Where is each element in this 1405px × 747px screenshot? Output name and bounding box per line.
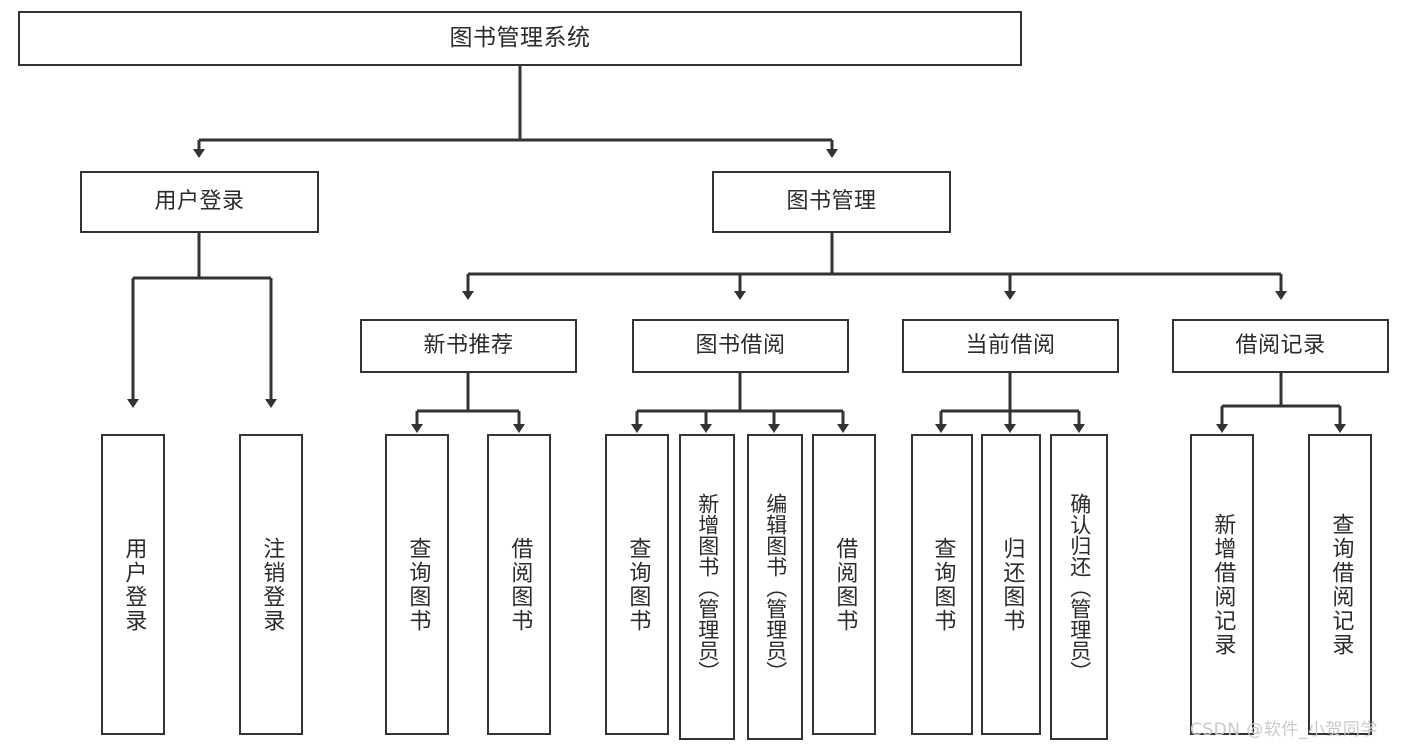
node-book-manage-label: 图书管理 [786,189,877,215]
leaf-add-record-label: 新增借阅记录 [1210,512,1236,657]
leaf-add-record[interactable]: 新增借阅记录 [1190,434,1254,735]
leaf-add-book[interactable]: 新增图书（管理员） [679,434,735,740]
node-root-label: 图书管理系统 [449,25,591,52]
leaf-user-login-label: 用户登录 [121,536,147,633]
leaf-return-book-label: 归还图书 [999,536,1025,633]
leaf-borrow-book-2[interactable]: 借阅图书 [812,434,876,735]
leaf-query-book-1[interactable]: 查询图书 [385,434,449,735]
node-book-borrow[interactable]: 图书借阅 [632,319,849,373]
leaf-edit-book[interactable]: 编辑图书（管理员） [747,434,803,740]
leaf-query-book-3-label: 查询图书 [930,536,956,633]
leaf-logout-login-label: 注销登录 [259,536,285,633]
leaf-query-record-label: 查询借阅记录 [1328,512,1354,657]
leaf-query-book-2[interactable]: 查询图书 [605,434,669,735]
leaf-edit-book-label: 编辑图书（管理员） [763,492,788,682]
leaf-add-book-label: 新增图书（管理员） [695,492,720,682]
leaf-user-login[interactable]: 用户登录 [101,434,165,735]
leaf-confirm-return[interactable]: 确认归还（管理员） [1050,434,1108,740]
node-root[interactable]: 图书管理系统 [18,11,1022,66]
leaf-borrow-book-2-label: 借阅图书 [832,536,858,633]
csdn-watermark: CSDN @软件_小贺同学 [1190,720,1378,740]
leaf-confirm-return-label: 确认归还（管理员） [1067,492,1092,682]
node-current-borrow[interactable]: 当前借阅 [902,319,1119,373]
node-book-borrow-label: 图书借阅 [695,333,786,359]
leaf-query-record[interactable]: 查询借阅记录 [1308,434,1372,735]
node-borrow-record[interactable]: 借阅记录 [1172,319,1389,373]
leaf-logout-login[interactable]: 注销登录 [239,434,303,735]
node-user-login-label: 用户登录 [154,189,245,215]
node-book-manage[interactable]: 图书管理 [712,171,951,233]
leaf-query-book-2-label: 查询图书 [625,536,651,633]
leaf-query-book-1-label: 查询图书 [405,536,431,633]
node-borrow-record-label: 借阅记录 [1235,333,1326,359]
leaf-return-book[interactable]: 归还图书 [981,434,1041,735]
node-user-login[interactable]: 用户登录 [80,171,319,233]
leaf-borrow-book-1-label: 借阅图书 [507,536,533,633]
node-new-book-recommend[interactable]: 新书推荐 [360,319,577,373]
leaf-query-book-3[interactable]: 查询图书 [911,434,973,735]
node-current-borrow-label: 当前借阅 [965,333,1056,359]
node-new-book-recommend-label: 新书推荐 [423,333,514,359]
leaf-borrow-book-1[interactable]: 借阅图书 [487,434,551,735]
